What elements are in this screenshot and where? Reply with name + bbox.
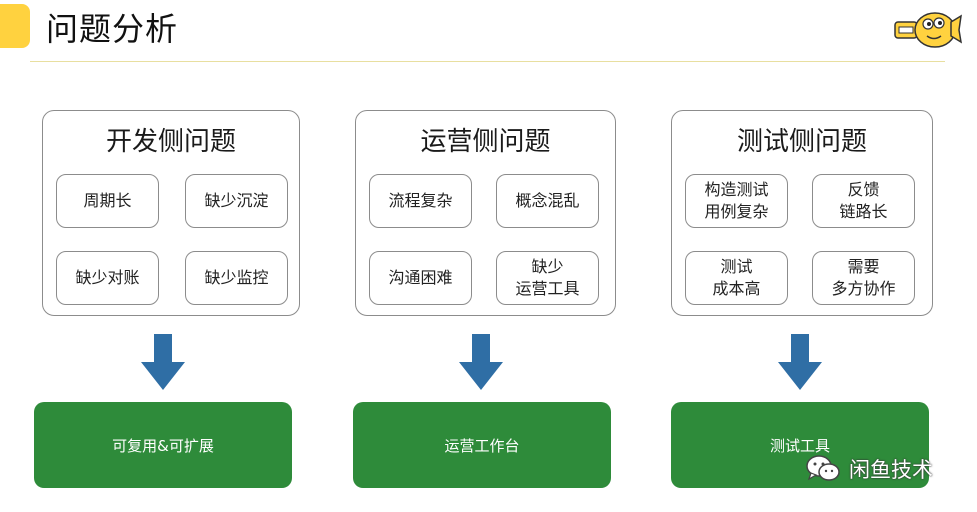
- down-arrow-icon: [459, 334, 503, 390]
- issue-item: 周期长: [56, 174, 159, 228]
- down-arrow-icon: [778, 334, 822, 390]
- test-issues-title: 测试侧问题: [736, 127, 867, 157]
- ops-issues-title: 运营侧问题: [420, 127, 551, 157]
- issue-item: 测试 成本高: [685, 251, 788, 305]
- solution-box-dev: 可复用&可扩展: [34, 402, 292, 488]
- fish-mascot-icon: [894, 12, 963, 48]
- dev-issues-title: 开发侧问题: [105, 127, 236, 157]
- wechat-icon: [806, 455, 840, 481]
- issue-item: 构造测试 用例复杂: [685, 174, 788, 228]
- issue-item: 缺少对账: [56, 251, 159, 305]
- test-issues-box: 测试侧问题 构造测试 用例复杂 反馈 链路长 测试 成本高 需要 多方协作: [671, 110, 933, 316]
- down-arrow-icon: [141, 334, 185, 390]
- issue-item: 概念混乱: [496, 174, 599, 228]
- ops-issues-box: 运营侧问题 流程复杂 概念混乱 沟通困难 缺少 运营工具: [355, 110, 616, 316]
- watermark-text: 闲鱼技术: [849, 458, 933, 482]
- issue-item: 缺少沉淀: [185, 174, 288, 228]
- watermark: 闲鱼技术: [805, 452, 933, 486]
- issue-item: 反馈 链路长: [812, 174, 915, 228]
- issue-item: 流程复杂: [369, 174, 472, 228]
- page-title: 问题分析: [46, 10, 179, 48]
- solution-box-ops: 运营工作台: [353, 402, 611, 488]
- issue-item: 需要 多方协作: [812, 251, 915, 305]
- solution-box-test: 测试工具: [671, 402, 929, 488]
- dev-issues-box: 开发侧问题 周期长 缺少沉淀 缺少对账 缺少监控: [42, 110, 300, 316]
- title-divider: [30, 61, 945, 62]
- issue-item: 沟通困难: [369, 251, 472, 305]
- issue-item: 缺少 运营工具: [496, 251, 599, 305]
- title-accent-block: [0, 4, 30, 48]
- issue-item: 缺少监控: [185, 251, 288, 305]
